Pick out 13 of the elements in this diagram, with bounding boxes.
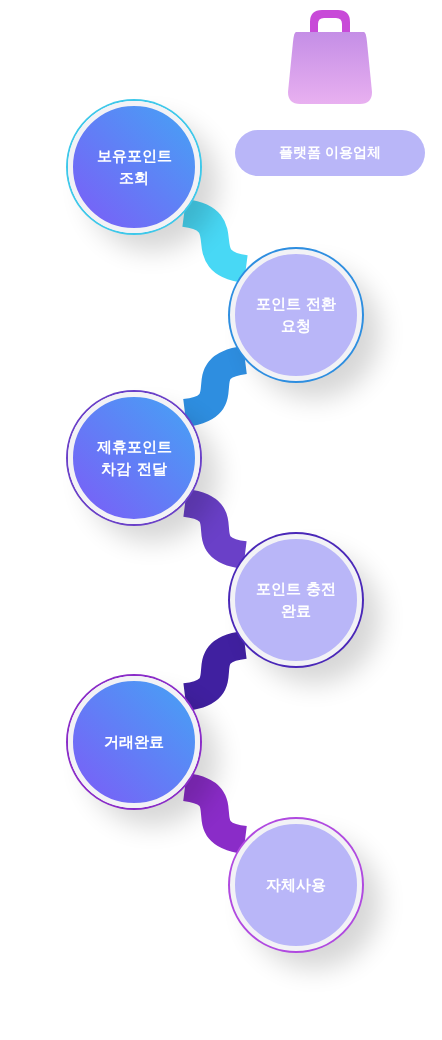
step-label: 플랫폼 이용업체	[278, 144, 382, 162]
step-label: 제휴포인트 차감 전달	[95, 436, 173, 480]
step-label: 자체사용	[265, 874, 327, 896]
connector-band	[182, 489, 248, 569]
label-pill	[235, 130, 425, 176]
connector-band	[181, 199, 249, 283]
connector-band	[182, 631, 248, 711]
step-label: 보유포인트 조회	[95, 145, 173, 189]
step-label: 포인트 전환 요청	[254, 293, 338, 337]
step-label: 포인트 충전 완료	[254, 578, 338, 622]
connector-band	[182, 773, 248, 854]
connector-band	[182, 346, 248, 427]
step-label: 거래완료	[103, 731, 165, 753]
